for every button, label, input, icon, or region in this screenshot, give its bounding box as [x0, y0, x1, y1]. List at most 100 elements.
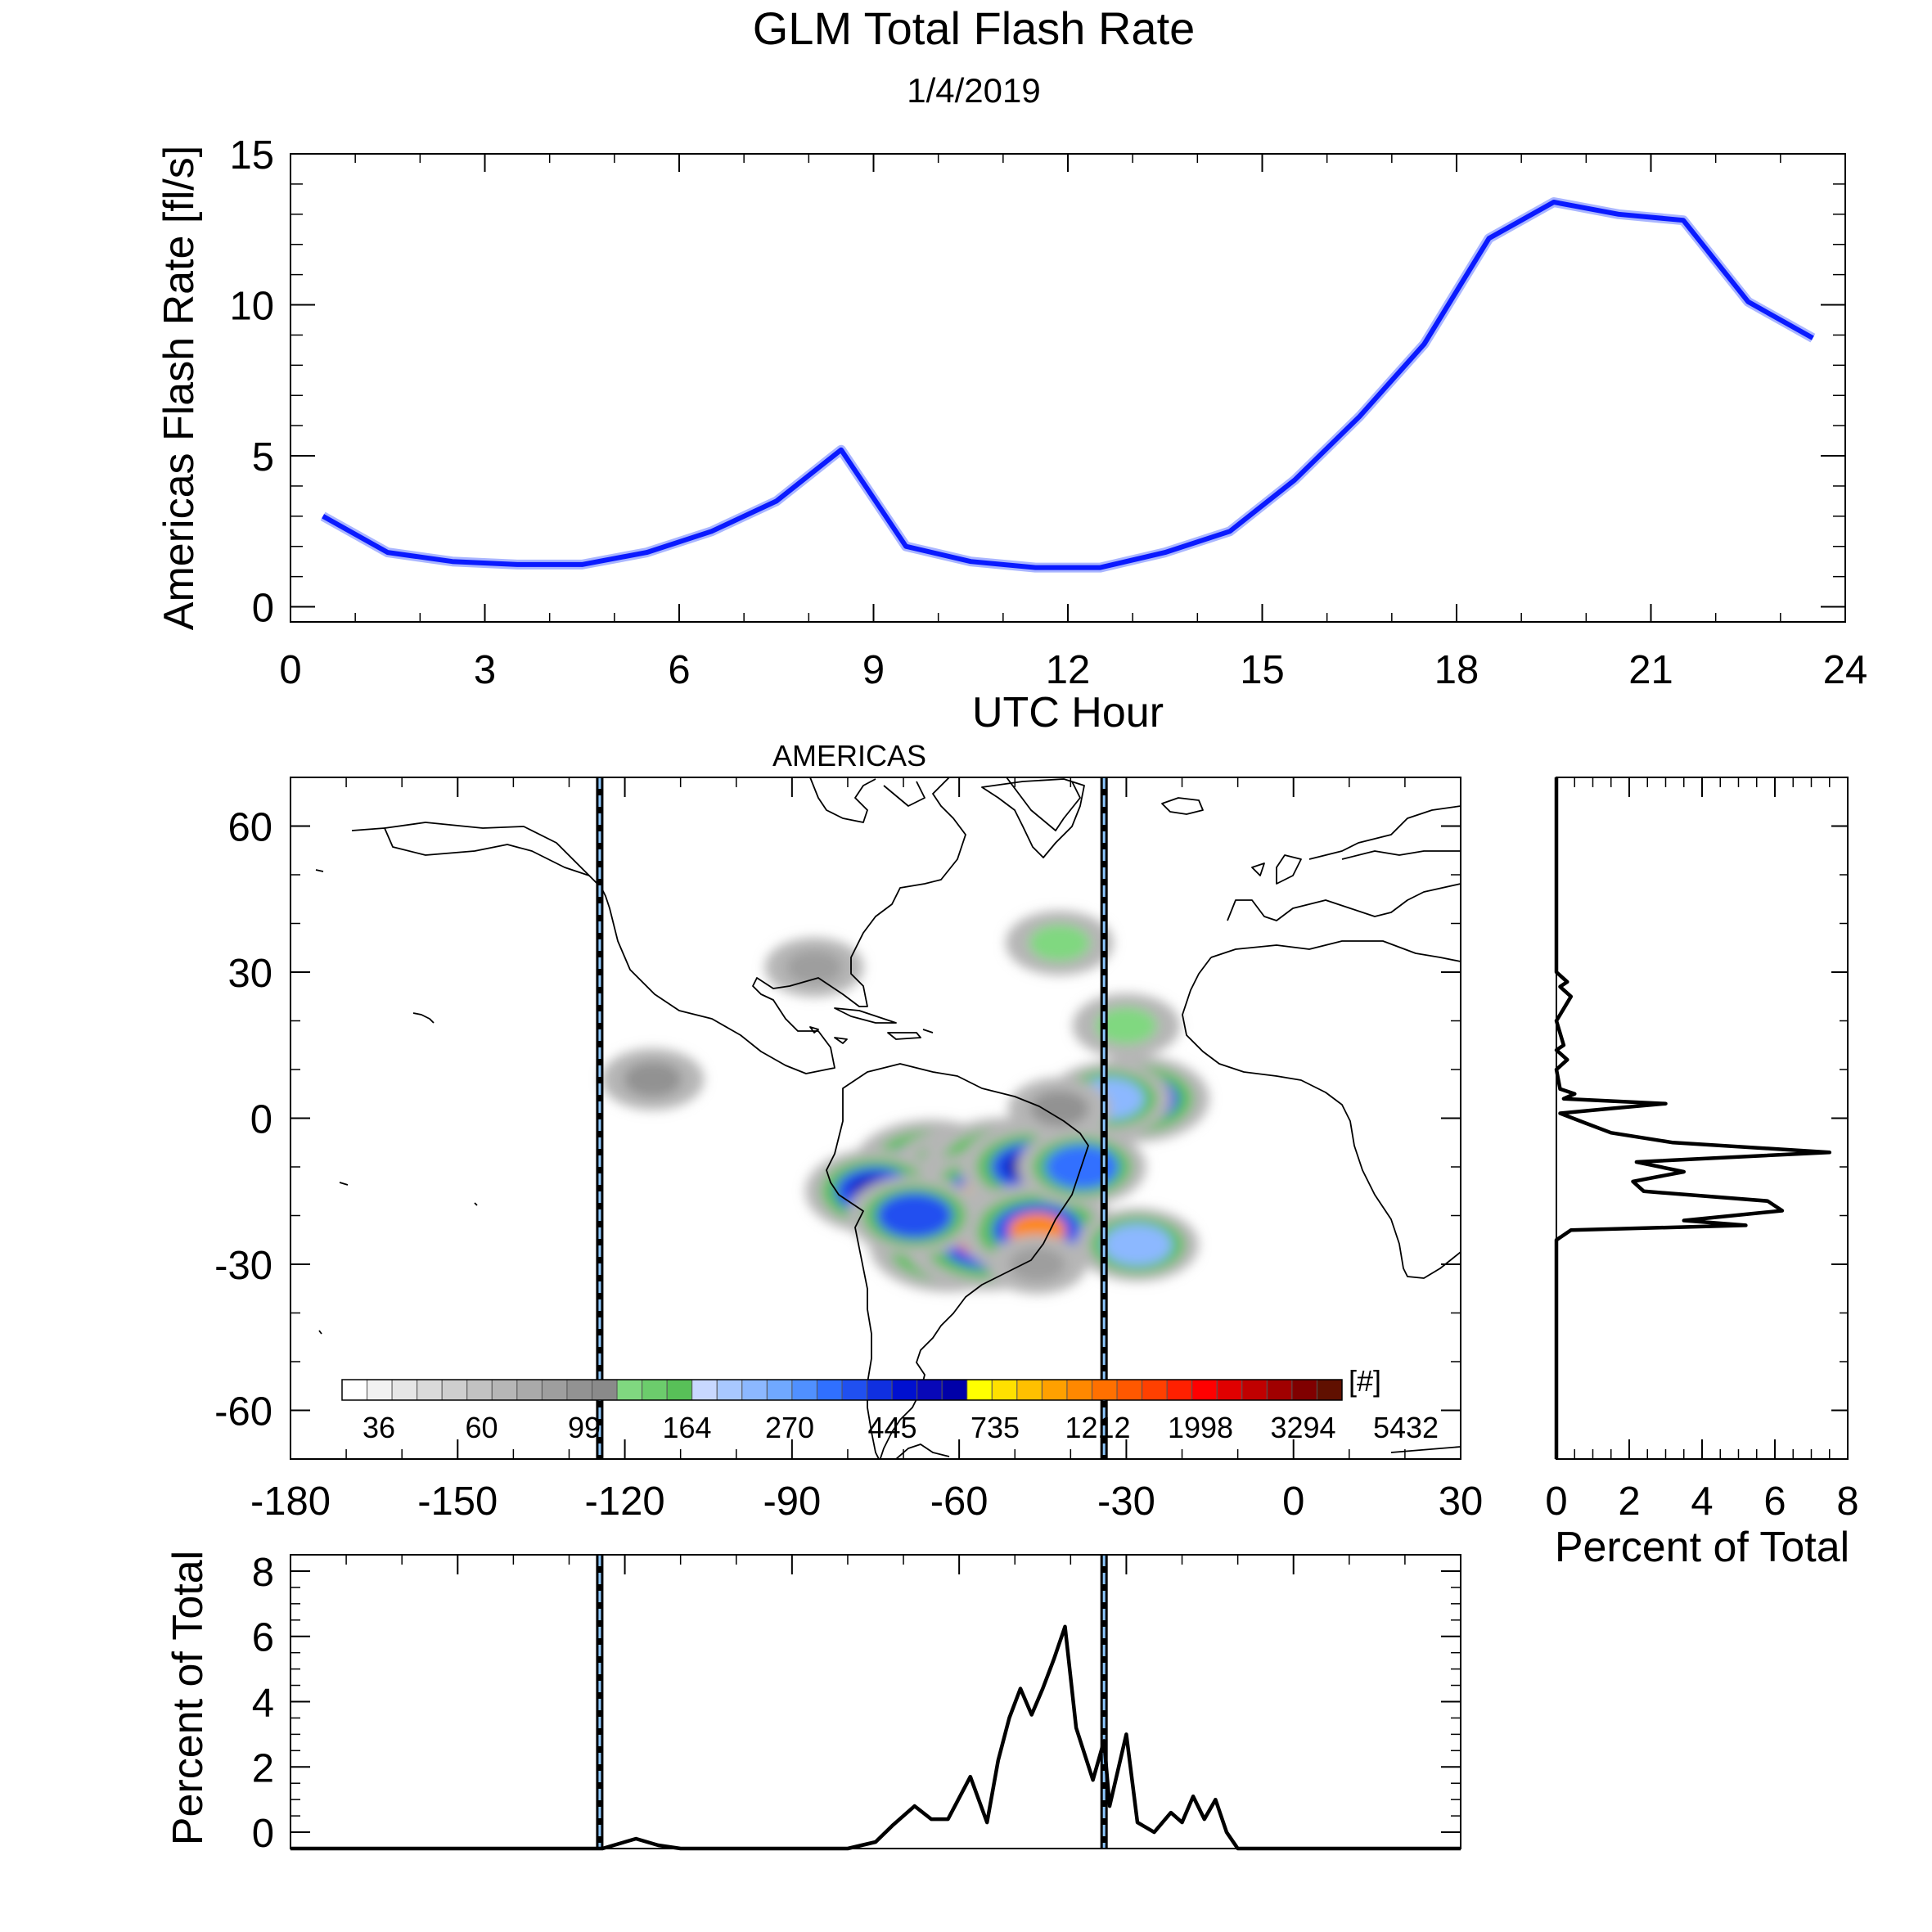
colorbar-swatch [891, 1379, 918, 1401]
figure-title: GLM Total Flash Rate [753, 2, 1196, 54]
map-ytick-label: 0 [250, 1098, 272, 1142]
colorbar-swatch [1016, 1379, 1043, 1401]
flash-density-cell [1115, 1231, 1160, 1259]
colorbar-swatch [691, 1379, 718, 1401]
latitude-profile-xtick-label: 0 [1545, 1479, 1567, 1524]
map-xtick-label: 0 [1282, 1479, 1304, 1524]
timeseries-ytick-label: 10 [229, 285, 274, 329]
colorbar-swatch [716, 1379, 743, 1401]
colorbar-swatch [816, 1379, 843, 1401]
colorbar-label: 164 [662, 1411, 711, 1444]
map-xtick-label: 30 [1439, 1479, 1484, 1524]
colorbar [341, 1379, 1343, 1401]
timeseries-frame [290, 153, 1846, 623]
map-title: AMERICAS [772, 739, 926, 772]
colorbar-label: 1212 [1065, 1411, 1130, 1444]
colorbar-swatch [417, 1379, 443, 1401]
timeseries-xtick-label: 9 [862, 648, 885, 692]
coast-iceland [1161, 797, 1204, 815]
colorbar-label: 99 [568, 1411, 601, 1444]
map-ytick-label: 60 [227, 806, 272, 850]
flash-density-cell [1019, 1253, 1056, 1276]
map-xtick-label: -150 [417, 1479, 498, 1524]
colorbar-swatch [966, 1379, 993, 1401]
longitude-profile-ylabel: Percent of Total [164, 1551, 212, 1845]
longitude-profile-ytick-label: 8 [252, 1551, 274, 1595]
colorbar-swatch [1041, 1379, 1068, 1401]
colorbar-swatch [666, 1379, 693, 1401]
latitude-profile-xtick-label: 8 [1836, 1479, 1858, 1524]
coastlines [315, 777, 1461, 1459]
colorbar-swatch [741, 1379, 768, 1401]
flash-density-cell [1106, 1013, 1146, 1038]
colorbar-swatch [941, 1379, 968, 1401]
map-xtick-label: -120 [585, 1479, 665, 1524]
timeseries-xtick-label: 3 [474, 648, 496, 692]
colorbar-swatch [616, 1379, 643, 1401]
timeseries-xtick-label: 18 [1434, 648, 1479, 692]
flash-rate-line-glow [320, 197, 1816, 573]
longitude-profile-ytick-label: 0 [252, 1812, 274, 1856]
timeseries-xtick-label: 0 [279, 648, 301, 692]
colorbar-swatch [1241, 1379, 1268, 1401]
colorbar-label: 735 [971, 1411, 1020, 1444]
timeseries-ytick-label: 5 [252, 435, 274, 480]
coast-africa [1182, 940, 1461, 1279]
colorbar-swatch [1216, 1379, 1243, 1401]
colorbar-swatch [642, 1379, 668, 1401]
coast-hispaniola [809, 1026, 934, 1044]
colorbar-frame [341, 1379, 1343, 1401]
colorbar-swatch [592, 1379, 618, 1401]
coast-arctic-islands [883, 777, 1081, 831]
coast-alaska [351, 827, 590, 876]
map-xtick-label: -30 [1097, 1479, 1155, 1524]
map-xtick-label: -60 [930, 1479, 989, 1524]
colorbar-swatch [1191, 1379, 1218, 1401]
colorbar-swatch [441, 1379, 468, 1401]
coast-pacific-islands [315, 869, 478, 1335]
map-xtick-label: -90 [763, 1479, 821, 1524]
timeseries-xtick-label: 6 [668, 648, 690, 692]
timeseries-xtick-label: 24 [1823, 648, 1868, 692]
colorbar-swatch [791, 1379, 817, 1401]
colorbar-unit: [#] [1349, 1364, 1381, 1398]
colorbar-swatch [991, 1379, 1018, 1401]
colorbar-swatch [391, 1379, 418, 1401]
colorbar-swatch [1142, 1379, 1168, 1401]
flash-rate-line [322, 200, 1814, 570]
colorbar-swatch [367, 1379, 393, 1401]
latitude-profile-xtick-label: 2 [1618, 1479, 1640, 1524]
colorbar-swatch [867, 1379, 893, 1401]
timeseries-ytick-label: 15 [229, 133, 274, 178]
colorbar-swatch [466, 1379, 493, 1401]
coast-greenland [981, 778, 1085, 858]
colorbar-swatch [566, 1379, 593, 1401]
latitude-profile-xlabel: Percent of Total [1555, 1524, 1849, 1571]
colorbar-label: 3294 [1270, 1411, 1335, 1444]
figure-subtitle: 1/4/2019 [907, 71, 1041, 110]
colorbar-swatch [516, 1379, 543, 1401]
colorbar-label: 1998 [1168, 1411, 1233, 1444]
longitude-profile-line [290, 1624, 1461, 1851]
colorbar-swatch [1092, 1379, 1118, 1401]
flash-density-layer [601, 910, 1209, 1295]
latitude-profile-line [1554, 777, 1832, 1459]
colorbar-swatch [766, 1379, 793, 1401]
colorbar-swatch [1266, 1379, 1293, 1401]
coast-europe [1227, 805, 1461, 921]
map-ytick-label: 30 [227, 952, 272, 996]
colorbar-label: 36 [363, 1411, 395, 1444]
colorbar-label: 5432 [1373, 1411, 1439, 1444]
colorbar-swatch [1316, 1379, 1343, 1401]
colorbar-swatch [1166, 1379, 1193, 1401]
coast-north-america [384, 777, 966, 1074]
colorbar-swatch [1291, 1379, 1317, 1401]
colorbar-swatch [1066, 1379, 1092, 1401]
longitude-profile-frame [290, 1554, 1461, 1849]
longitude-profile-ytick-label: 2 [252, 1746, 274, 1790]
colorbar-label: 445 [867, 1411, 916, 1444]
timeseries-xtick-label: 15 [1240, 648, 1285, 692]
